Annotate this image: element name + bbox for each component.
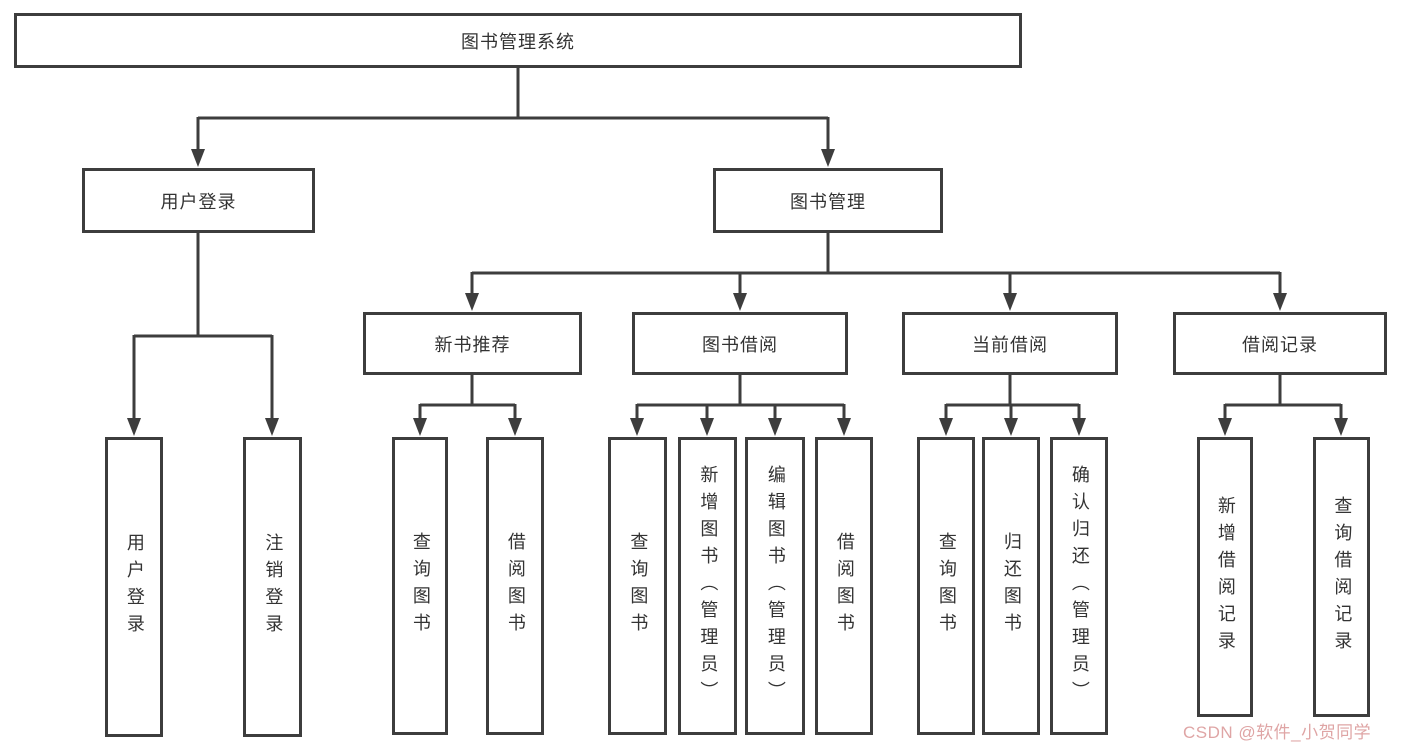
leaf-borrow-edit-admin: 编辑图书（管理员）: [745, 437, 805, 735]
leaf-user-login: 用户登录: [105, 437, 163, 737]
node-user-login: 用户登录: [82, 168, 315, 233]
leaf-borrow-query-label: 查询图书: [628, 532, 649, 640]
node-new-book-recommend: 新书推荐: [363, 312, 582, 375]
node-root-label: 图书管理系统: [461, 31, 575, 52]
leaf-current-return-label: 归还图书: [1001, 532, 1022, 640]
node-new-book-recommend-label: 新书推荐: [434, 334, 511, 355]
node-user-login-label: 用户登录: [160, 191, 237, 212]
leaf-current-confirm-admin: 确认归还（管理员）: [1050, 437, 1108, 735]
leaf-current-query: 查询图书: [917, 437, 975, 735]
node-borrow-records: 借阅记录: [1173, 312, 1387, 375]
leaf-newbook-borrow-label: 借阅图书: [505, 532, 526, 640]
csdn-watermark: CSDN @软件_小贺同学: [1183, 723, 1372, 742]
node-borrow-records-label: 借阅记录: [1242, 334, 1318, 355]
leaf-record-add-label: 新增借阅记录: [1215, 496, 1236, 658]
leaf-borrow-book-label: 借阅图书: [834, 532, 855, 640]
leaf-record-add: 新增借阅记录: [1197, 437, 1253, 717]
leaf-logout-label: 注销登录: [263, 533, 284, 641]
node-current-borrow-label: 当前借阅: [972, 334, 1048, 355]
node-root: 图书管理系统: [14, 13, 1022, 68]
leaf-user-login-label: 用户登录: [124, 533, 145, 641]
leaf-current-confirm-admin-label: 确认归还（管理员）: [1069, 464, 1090, 708]
leaf-borrow-add-admin: 新增图书（管理员）: [678, 437, 737, 735]
leaf-current-return: 归还图书: [982, 437, 1040, 735]
leaf-borrow-book: 借阅图书: [815, 437, 873, 735]
leaf-newbook-query: 查询图书: [392, 437, 448, 735]
leaf-record-query: 查询借阅记录: [1313, 437, 1370, 717]
leaf-borrow-query: 查询图书: [608, 437, 667, 735]
leaf-current-query-label: 查询图书: [936, 532, 957, 640]
leaf-logout: 注销登录: [243, 437, 302, 737]
node-book-borrow-label: 图书借阅: [702, 334, 778, 355]
leaf-newbook-query-label: 查询图书: [410, 532, 431, 640]
leaf-newbook-borrow: 借阅图书: [486, 437, 544, 735]
leaf-borrow-add-admin-label: 新增图书（管理员）: [698, 464, 719, 708]
node-book-borrow: 图书借阅: [632, 312, 848, 375]
node-book-management-label: 图书管理: [790, 191, 866, 212]
leaf-borrow-edit-admin-label: 编辑图书（管理员）: [765, 464, 786, 708]
leaf-record-query-label: 查询借阅记录: [1332, 496, 1353, 658]
node-book-management: 图书管理: [713, 168, 943, 233]
node-current-borrow: 当前借阅: [902, 312, 1118, 375]
